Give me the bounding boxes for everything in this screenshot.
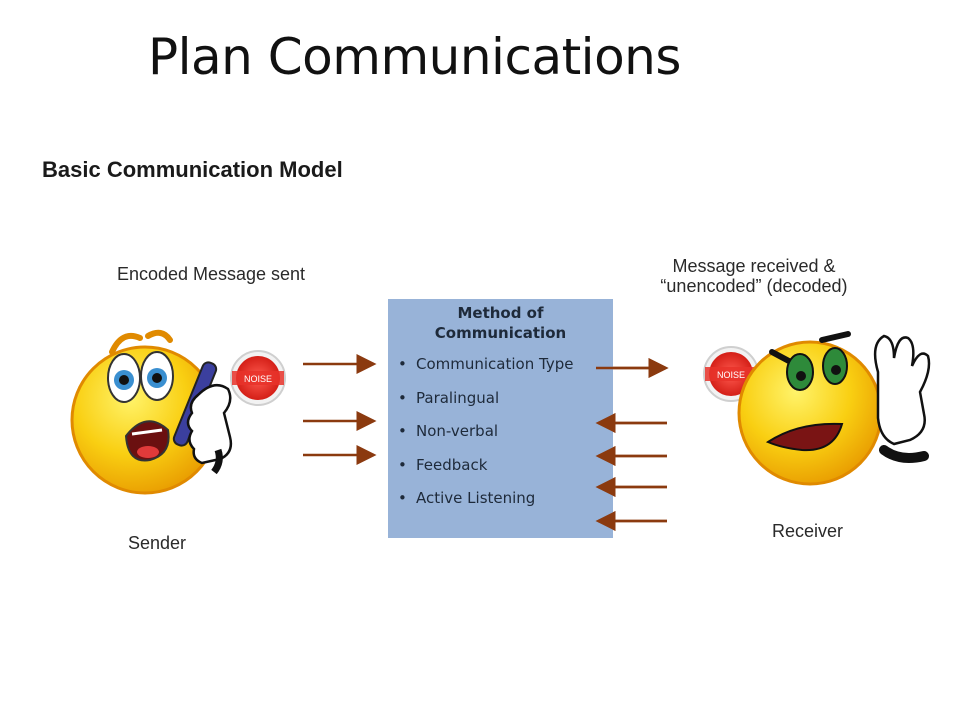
encoded-message-label: Encoded Message sent [116,264,306,284]
method-list: Communication Type Paralingual Non-verba… [398,355,573,523]
method-title-line1: Method of [457,304,544,322]
noise-icon-left [230,350,286,406]
method-of-communication-box: Method of Communication Communication Ty… [388,299,613,538]
page-title: Plan Communications [148,28,681,86]
receiver-label: Receiver [772,521,844,541]
sender-face-icon [70,329,220,495]
receiver-face-icon [737,331,883,486]
message-received-line1: Message received & [672,256,836,276]
method-item-feedback: Feedback [398,456,573,490]
diagram-subtitle: Basic Communication Model [42,157,343,182]
receiver-hand-icon [873,334,931,463]
method-title-line2: Communication [434,324,567,342]
message-received-line2: “unencoded” (decoded) [660,276,848,296]
noise-text-left: NOISE [244,374,272,384]
sender-label: Sender [128,533,187,553]
noise-text-right: NOISE [717,370,745,380]
method-title: Method of Communication [388,303,613,343]
sender-hand-icon [186,383,233,475]
method-item-active-listening: Active Listening [398,489,573,523]
method-item-paralingual: Paralingual [398,389,573,423]
method-item-communication-type: Communication Type [398,355,573,389]
method-item-non-verbal: Non-verbal [398,422,573,456]
message-received-label: Message received & “unencoded” (decoded) [620,256,888,296]
